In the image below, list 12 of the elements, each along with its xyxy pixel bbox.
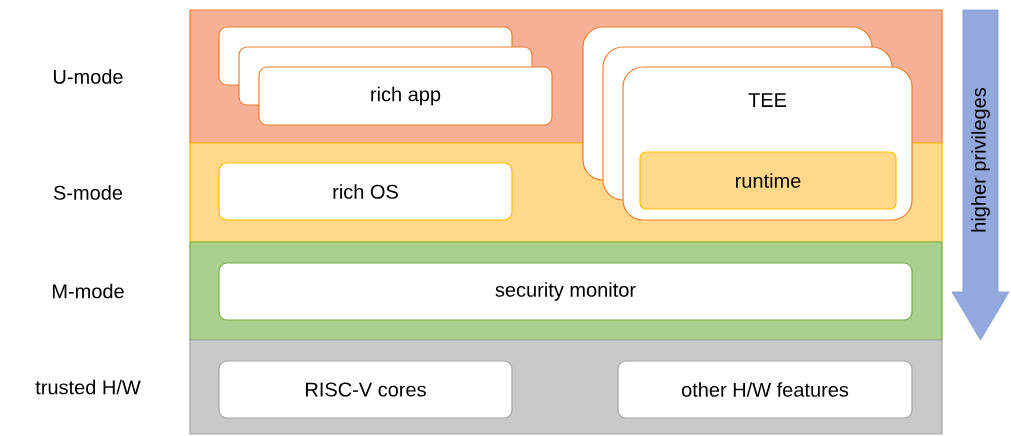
component-box: runtime xyxy=(639,151,897,210)
component-box: security monitor xyxy=(218,262,913,321)
component-box: other H/W features xyxy=(617,360,913,419)
component-box: RISC-V cores xyxy=(218,360,513,419)
layer-label: trusted H/W xyxy=(35,379,141,395)
layer-label: M-mode xyxy=(52,283,124,299)
component-box: rich OS xyxy=(218,162,513,221)
node-label: rich app xyxy=(371,86,441,106)
layer-label: U-mode xyxy=(53,69,123,84)
arrow-label: higher privileges xyxy=(971,87,990,232)
layer-label: S-mode xyxy=(53,185,123,200)
component-box: rich app xyxy=(218,26,553,126)
